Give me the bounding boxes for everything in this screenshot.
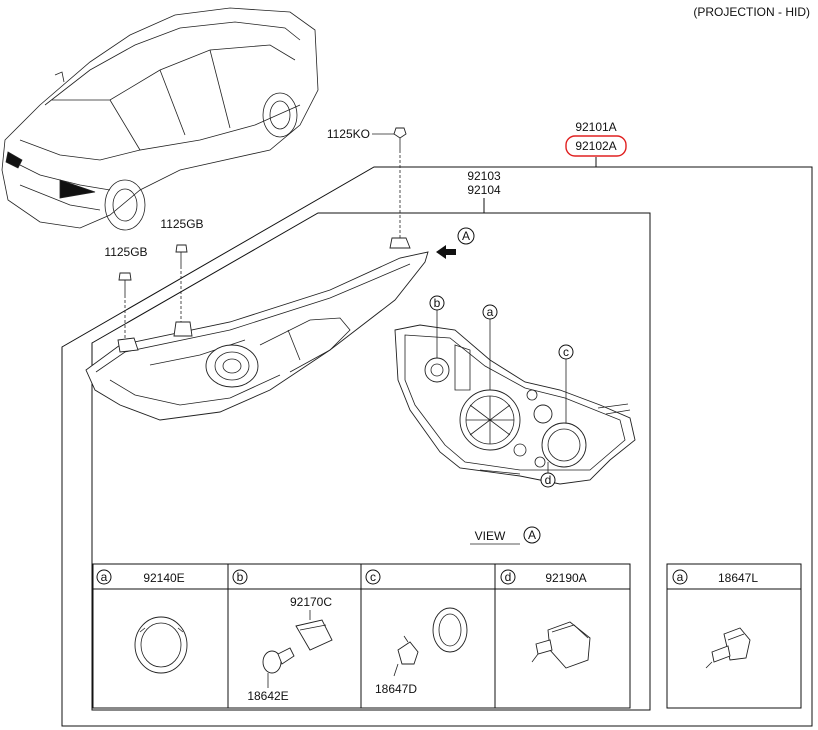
dust-cap-icon <box>134 616 188 674</box>
table-col-c-sub1: 18647D <box>375 682 417 696</box>
headlamp-assembly <box>85 237 429 421</box>
assembly-frame <box>61 157 813 727</box>
view-arrow: A <box>436 227 475 259</box>
table-col-c-letter: c <box>370 570 376 584</box>
table-col-d-part: 92190A <box>545 571 586 585</box>
bolt-icon <box>118 272 132 338</box>
table-col-a-part: 92140E <box>143 571 184 585</box>
extra-parts-table: a 18647L <box>666 563 802 709</box>
parts-table: a 92140E b 92170C 18642E c 18647D <box>92 563 631 709</box>
car-illustration <box>1 7 319 231</box>
ballast-icon <box>531 621 591 669</box>
detail-marker-a: a <box>482 304 498 390</box>
svg-text:VIEW: VIEW <box>475 529 506 543</box>
callout-1125GB-left: 1125GB <box>104 245 147 259</box>
highlight-ring <box>565 135 627 157</box>
callout-92104: 92104 <box>467 183 501 197</box>
svg-text:d: d <box>545 473 552 487</box>
callout-92102A: 92102A <box>575 139 616 153</box>
detail-marker-b: b <box>429 295 445 358</box>
svg-text:A: A <box>528 528 536 542</box>
callout-1125GB-mid: 1125GB <box>160 217 203 231</box>
svg-text:b: b <box>434 296 441 310</box>
hid-bulb-icon <box>393 607 468 677</box>
view-caption: VIEW A <box>470 526 541 545</box>
table-col-a-letter: a <box>101 570 108 584</box>
callout-92101A: 92101A <box>575 120 616 134</box>
detail-marker-c: c <box>558 344 574 423</box>
callout-92103: 92103 <box>467 169 501 183</box>
callout-1125KO: 1125KO <box>327 127 370 141</box>
inner-frame <box>91 198 651 711</box>
table-col-b-letter: b <box>237 570 244 584</box>
extra-table-letter: a <box>677 570 684 584</box>
detail-marker-d: d <box>540 462 556 488</box>
svg-text:c: c <box>563 345 569 359</box>
table-col-b-sub1: 92170C <box>290 595 332 609</box>
view-arrow-letter: A <box>462 229 470 243</box>
bolt-icon <box>175 244 188 322</box>
bulb-socket-icon <box>262 610 333 688</box>
extra-table-part: 18647L <box>718 571 758 585</box>
hid-bulb-icon <box>705 627 751 669</box>
table-col-b-sub2: 18642E <box>247 689 288 703</box>
lamp-rear-view <box>394 324 636 485</box>
table-col-d-letter: d <box>505 570 512 584</box>
variant-label: (PROJECTION - HID) <box>693 5 810 19</box>
bolt-icon <box>393 127 407 240</box>
svg-text:a: a <box>487 305 494 319</box>
